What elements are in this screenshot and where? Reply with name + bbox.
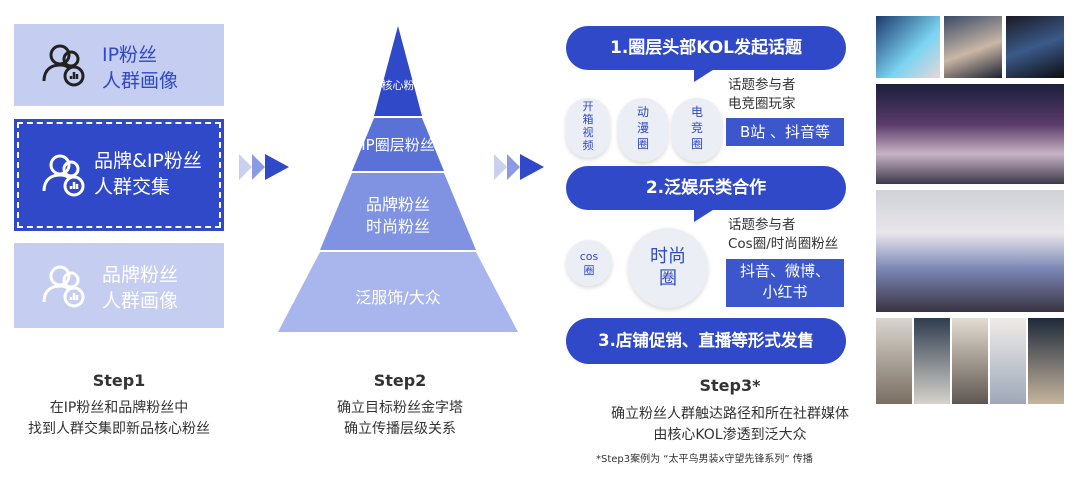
store-promotion-pill: 3.店铺促销、直播等形式发售 bbox=[566, 318, 846, 364]
livestream-photo bbox=[1028, 318, 1064, 404]
pyramid-label-mass: 泛服饰/大众 bbox=[355, 288, 441, 307]
ip-fans-persona-box: IP粉丝 人群画像 bbox=[14, 24, 224, 106]
ip-fans-persona-label: IP粉丝 人群画像 bbox=[102, 44, 179, 92]
step1-title: Step1 bbox=[92, 371, 146, 390]
cosplay-group-photo bbox=[876, 190, 1064, 312]
livestream-photo bbox=[952, 318, 988, 404]
circle-esports: 电竞圈 bbox=[672, 98, 722, 162]
pyramid-level-brand bbox=[320, 173, 476, 250]
entertainment-pill: 2.泛娱乐类合作 bbox=[566, 166, 846, 210]
pyramid-level-mass bbox=[278, 252, 518, 332]
livestream-photo bbox=[914, 318, 950, 404]
circle-anime: 动漫圈 bbox=[618, 98, 668, 162]
step2-description: 确立目标粉丝金字塔 确立传播层级关系 bbox=[337, 400, 463, 437]
pyramid-level-ip bbox=[352, 118, 444, 171]
pyramid-label-core: 核心粉 bbox=[381, 79, 415, 92]
step2-title: Step2 bbox=[373, 371, 427, 390]
kol-portrait-photo bbox=[1006, 16, 1064, 78]
triple-arrow-icon bbox=[239, 154, 289, 180]
media-tag-2: 抖音、微博、 小红书 bbox=[726, 259, 844, 307]
people-analytics-icon bbox=[42, 265, 85, 307]
pyramid-label-brand: 品牌粉丝 时尚粉丝 bbox=[365, 195, 430, 236]
pill-pointer bbox=[694, 68, 716, 82]
step3-title: Step3* bbox=[699, 376, 761, 395]
circle-fashion: 时尚 圈 bbox=[628, 228, 708, 308]
step1-description: 在IP粉丝和品牌粉丝中 找到人群交集即新品核心粉丝 bbox=[28, 400, 210, 437]
topic-participants-2: 话题参与者 Cos圈/时尚圈粉丝 bbox=[728, 217, 839, 252]
circle-unboxing-video: 开箱视频 bbox=[566, 98, 610, 158]
media-tag-1: B站 、抖音等 bbox=[726, 118, 844, 146]
brand-ip-intersection-label: 品牌&IP粉丝 人群交集 bbox=[94, 150, 202, 198]
step3-footnote: *Step3案例为 “太平鸟男装x守望先锋系列” 传播 bbox=[596, 454, 813, 465]
livestream-photo bbox=[876, 318, 912, 404]
pill-pointer bbox=[694, 208, 716, 222]
livestream-photo bbox=[990, 318, 1026, 404]
circle-cos: cos 圈 bbox=[566, 240, 612, 286]
brand-fans-persona-box: 品牌粉丝 人群画像 bbox=[14, 243, 224, 328]
brand-ip-intersection-box: 品牌&IP粉丝 人群交集 bbox=[14, 119, 224, 231]
people-analytics-icon bbox=[42, 44, 85, 87]
triple-arrow-icon bbox=[494, 154, 544, 180]
fans-pyramid bbox=[278, 26, 518, 332]
kol-topic-pill: 1.圈层头部KOL发起话题 bbox=[566, 26, 846, 70]
step3-description: 确立粉丝人群触达路径和所在社群媒体 由核心KOL渗透到泛大众 bbox=[611, 406, 849, 443]
event-group-photo bbox=[876, 84, 1064, 184]
kol-portrait-photo bbox=[944, 16, 1002, 78]
brand-fans-persona-label: 品牌粉丝 人群画像 bbox=[102, 264, 179, 312]
topic-participants-1: 话题参与者 电竞圈玩家 bbox=[728, 77, 796, 112]
pyramid-label-ip: IP圈层粉丝 bbox=[361, 136, 435, 154]
pyramid-level-core bbox=[374, 26, 422, 116]
people-analytics-icon bbox=[42, 154, 85, 197]
kol-portrait-photo bbox=[876, 16, 940, 78]
